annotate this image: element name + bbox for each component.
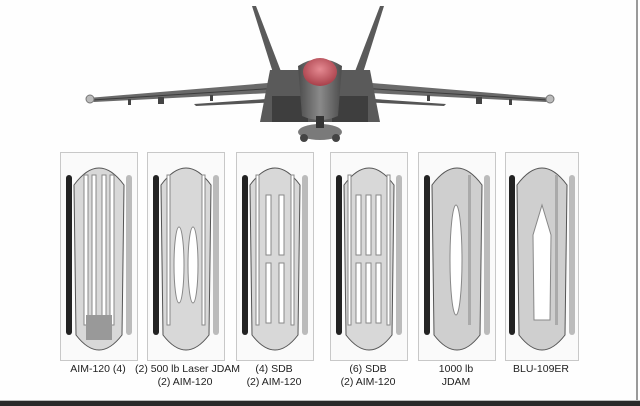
weapon-bay-blu109-illustration	[509, 167, 575, 351]
bottom-border	[0, 400, 640, 406]
label-line-1: AIM-120 (4)	[70, 363, 126, 375]
bay-label-jdam1000: 1000 lb JDAM	[418, 363, 494, 389]
bay-panel-laser-jdam	[147, 152, 225, 361]
weapon-bay-sdb4-illustration	[242, 167, 308, 351]
label-line-2: (2) AIM-120	[340, 376, 396, 388]
bay-label-sdb6: (6) SDB (2) AIM-120	[330, 363, 406, 389]
label-line-1: (6) SDB	[349, 363, 387, 375]
label-line-2: (2) AIM-120	[157, 376, 213, 388]
weapon-bay-laser-jdam-illustration	[153, 167, 219, 351]
label-line-2: (2) AIM-120	[246, 376, 302, 388]
bay-panel-aim120	[60, 152, 138, 361]
bay-label-laser-jdam: (2) 500 lb Laser JDAM (2) AIM-120	[135, 363, 241, 389]
bay-label-aim120: AIM-120 (4)	[60, 363, 136, 376]
weapon-bay-aim120-illustration	[66, 167, 132, 351]
weapon-bay-jdam1000-illustration	[424, 167, 490, 351]
weapon-bay-sdb6-illustration	[336, 167, 402, 351]
label-line-1: (2) 500 lb Laser JDAM	[135, 363, 241, 375]
bay-panel-sdb4	[236, 152, 314, 361]
label-line-1: (4) SDB	[255, 363, 293, 375]
label-line-2: JDAM	[441, 376, 471, 388]
label-line-1: BLU-109ER	[512, 363, 570, 375]
bay-panel-blu109	[505, 152, 579, 361]
bay-panel-sdb6	[330, 152, 408, 361]
bay-panel-jdam1000	[418, 152, 496, 361]
bay-label-blu109: BLU-109ER	[505, 363, 577, 376]
label-line-1: 1000 lb	[438, 363, 474, 375]
bay-label-sdb4: (4) SDB (2) AIM-120	[236, 363, 312, 389]
fighter-jet-illustration	[85, 6, 555, 142]
